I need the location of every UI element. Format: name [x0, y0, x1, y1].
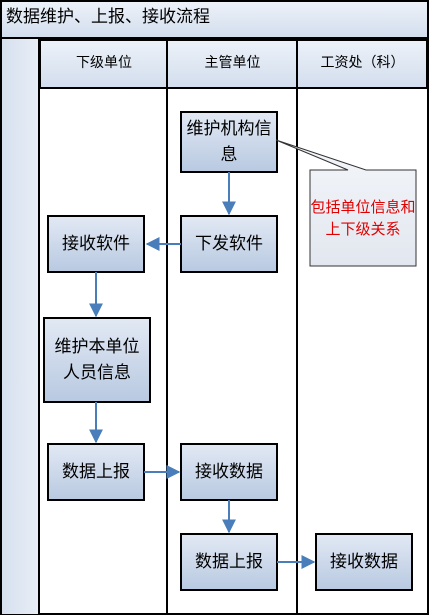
box-receive-data-main	[180, 443, 278, 501]
step-maintain-org[interactable]: 维护机构信息	[186, 119, 272, 165]
left-bar	[2, 39, 39, 614]
lane-header-main: 主管单位	[204, 55, 261, 71]
step-receive-data-main[interactable]: 接收数据	[195, 462, 263, 482]
box-report-lower	[47, 443, 145, 501]
step-report-lower[interactable]: 数据上报	[62, 462, 130, 482]
step-receive-software[interactable]: 接收软件	[62, 234, 130, 254]
box-receive-software	[47, 215, 145, 273]
diagram-title: 数据维护、上报、接收流程	[6, 7, 210, 27]
step-maintain-personnel[interactable]: 维护本单位人员信息	[54, 337, 140, 383]
lane-header-salary: 工资处（科）	[320, 55, 405, 71]
callout-note: 包括单位信息和上下级关系	[310, 198, 416, 238]
callout-note-shape	[275, 139, 417, 267]
step-receive-data-salary[interactable]: 接收数据	[330, 552, 398, 572]
step-distribute-software[interactable]: 下发软件	[195, 234, 263, 254]
step-report-main[interactable]: 数据上报	[195, 552, 263, 572]
box-receive-data-salary	[315, 533, 413, 591]
title-band	[2, 2, 427, 38]
box-maintain-personnel	[43, 317, 151, 403]
lane-header-lower: 下级单位	[76, 55, 132, 71]
box-maintain-org	[180, 111, 278, 173]
